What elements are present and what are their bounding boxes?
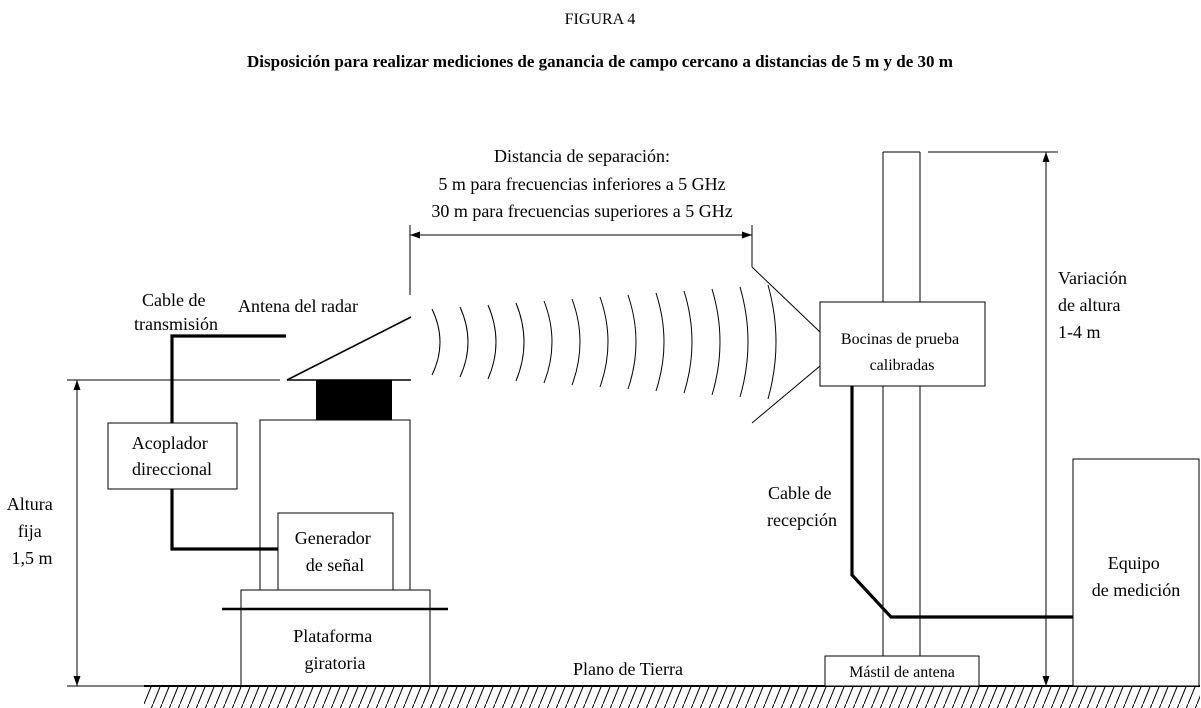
separation-annotation: Distancia de separación: 5 m para frecue… xyxy=(409,146,753,295)
height-variation-dimension xyxy=(928,151,1058,686)
wavefront xyxy=(571,298,581,386)
radar-antenna-reflector xyxy=(286,316,412,381)
wavefront xyxy=(655,292,665,392)
wavefront xyxy=(515,302,525,382)
signal-generator: Generador de señal xyxy=(277,512,394,591)
wavefront xyxy=(627,294,637,390)
separation-title: Distancia de separación: xyxy=(494,146,670,166)
fixed-height-label-backdrop xyxy=(4,492,60,576)
wavefront xyxy=(431,308,441,376)
transmission-cable xyxy=(170,334,286,551)
fixed-height-label: Altura fija 1,5 m xyxy=(7,494,57,568)
measurement-box xyxy=(1072,458,1200,687)
platform-base xyxy=(240,608,431,687)
directional-coupler: Acoplador direccional xyxy=(107,422,238,490)
radar-antenna-label: Antena del radar xyxy=(238,296,358,316)
wavefront xyxy=(487,304,497,380)
rotating-platform: Plataforma giratoria xyxy=(222,589,448,687)
height-variation-label: Variación de altura 1-4 m xyxy=(1058,268,1131,342)
reception-cable-label: Cable de recepción xyxy=(767,483,837,530)
ground-plane-label: Plano de Tierra xyxy=(573,659,683,679)
platform-top xyxy=(240,589,431,610)
horn-upper-edge xyxy=(751,266,821,333)
wavefront xyxy=(459,306,469,378)
generator-box xyxy=(277,512,394,591)
separation-line-2: 30 m para frecuencias superiores a 5 GHz xyxy=(431,201,732,221)
ground xyxy=(144,685,1200,708)
wavefronts xyxy=(431,284,777,400)
measurement-label: Equipo de medición xyxy=(1092,553,1180,600)
radar-antenna xyxy=(286,316,412,381)
generator-label: Generador de señal xyxy=(295,528,375,575)
horn-lower-edge xyxy=(751,365,821,424)
figure-label: FIGURA 4 xyxy=(565,11,636,28)
horns-box xyxy=(819,301,986,387)
wavefront xyxy=(543,300,553,384)
horns-label: Bocinas de prueba calibradas xyxy=(841,331,963,374)
measurement-equipment: Equipo de medición xyxy=(1072,458,1200,687)
mast-label: Mástil de antena xyxy=(849,664,955,681)
coupler-label: Acoplador direccional xyxy=(132,433,212,479)
reception-cable xyxy=(850,386,1073,619)
test-horns: Bocinas de prueba calibradas xyxy=(751,266,986,424)
antenna-mast xyxy=(824,151,980,687)
coupler-box xyxy=(107,422,238,490)
figure-title: Disposición para realizar mediciones de … xyxy=(247,52,953,71)
ground-hatching xyxy=(144,686,1200,708)
wavefront xyxy=(599,296,609,388)
separation-line-1: 5 m para frecuencias inferiores a 5 GHz xyxy=(438,174,725,194)
wavefront xyxy=(683,290,693,394)
mast-base-box xyxy=(824,655,980,687)
wavefront xyxy=(767,284,777,400)
wavefront xyxy=(739,286,749,398)
antenna-mount-block xyxy=(316,380,392,420)
wavefront xyxy=(711,288,721,396)
transmission-cable-label: Cable de transmisión xyxy=(134,290,218,334)
platform-label: Plataforma giratoria xyxy=(293,626,376,673)
